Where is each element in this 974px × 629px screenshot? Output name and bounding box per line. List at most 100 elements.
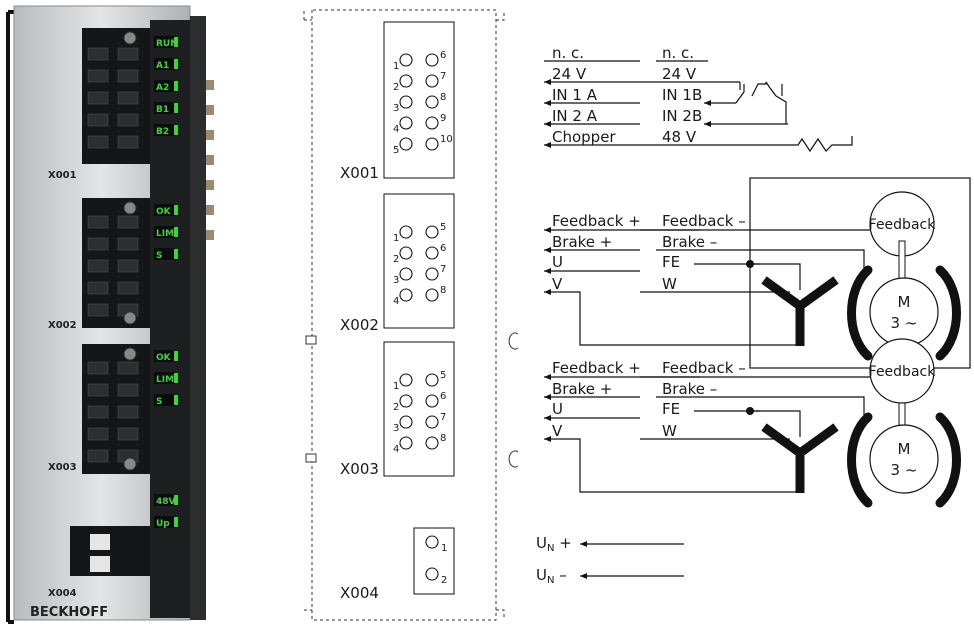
device-pin-slot <box>117 47 139 61</box>
connector-pin <box>425 246 439 260</box>
pin-number: 3 <box>393 103 399 114</box>
status-led-light <box>174 351 178 361</box>
motor-signal-left: U <box>552 400 563 418</box>
connector-label-x002: X002 <box>340 316 379 334</box>
device-pin-slot <box>87 427 109 441</box>
device-pin-slot <box>117 383 139 397</box>
un-minus-label: UN – <box>536 566 567 586</box>
motor-symbol <box>869 277 939 347</box>
connector-label-x001: X001 <box>340 164 379 182</box>
status-led <box>154 226 176 238</box>
pin-number: 5 <box>393 145 399 156</box>
status-led-light <box>174 395 178 405</box>
device-pin-slot <box>87 237 109 251</box>
device-pin-slot <box>117 113 139 127</box>
device-pin-slot <box>117 237 139 251</box>
motor-signal-left: V <box>552 422 563 440</box>
pin-number: 6 <box>440 50 446 61</box>
device-pin-slot <box>117 91 139 105</box>
connector-pin <box>425 267 439 281</box>
device-pin-slot <box>117 259 139 273</box>
x001-left-5: Chopper <box>552 128 616 146</box>
device-pin-slot <box>87 113 109 127</box>
status-led <box>154 248 176 260</box>
pin-number: 9 <box>440 113 446 124</box>
status-led-label: LIM <box>156 229 174 239</box>
status-led <box>154 58 176 70</box>
x001-right-4: IN 2B <box>662 107 702 125</box>
motor-signal-left: Brake + <box>552 380 612 398</box>
connector-pin <box>425 394 439 408</box>
device-pin-slot <box>87 303 109 317</box>
device-pin-slot <box>117 215 139 229</box>
motor-phase-label: 3 ~ <box>891 314 918 332</box>
x001-right-5: 48 V <box>662 128 697 146</box>
motor-phase-label: 3 ~ <box>891 461 918 479</box>
device-pin-slot <box>87 47 109 61</box>
connector-pin <box>425 567 439 581</box>
x001-left-1: n. c. <box>552 44 584 62</box>
connector-pin <box>399 137 413 151</box>
device-label-x004: X004 <box>48 588 77 599</box>
connector-pin <box>425 137 439 151</box>
connector-pin <box>399 116 413 130</box>
pin-number: 8 <box>440 285 446 296</box>
connector-pin <box>425 415 439 429</box>
status-led <box>154 204 176 216</box>
motor-signal-left: Feedback + <box>552 359 641 377</box>
status-led <box>154 80 176 92</box>
pin-number: 5 <box>440 222 446 233</box>
motor-signal-right: Feedback – <box>662 212 746 230</box>
device-label-x003: X003 <box>48 462 77 473</box>
device-pin-slot <box>87 361 109 375</box>
status-led <box>154 36 176 48</box>
connector-pin <box>425 373 439 387</box>
status-led-label: A1 <box>156 61 169 71</box>
pin-number: 7 <box>440 412 446 423</box>
motor-brake-right <box>935 412 961 508</box>
connector-label-x003: X003 <box>340 460 379 478</box>
status-led <box>154 494 176 506</box>
pin-number: 6 <box>440 391 446 402</box>
motor-signal-right: Brake – <box>662 233 717 251</box>
x001-left-3: IN 1 A <box>552 86 598 104</box>
status-led-label: OK <box>156 207 172 217</box>
device-pin-slot <box>117 361 139 375</box>
motor-brake-left <box>847 412 873 508</box>
status-led-label: A2 <box>156 83 169 93</box>
status-led-label: S <box>156 251 162 261</box>
motor-signal-right: FE <box>662 400 680 418</box>
brand-logo: BECKHOFF <box>30 605 108 620</box>
motor-symbol <box>869 424 939 494</box>
feedback-label: Feedback <box>869 364 937 380</box>
device-pin-slot <box>117 69 139 83</box>
device-pin-slot <box>117 281 139 295</box>
status-led-light <box>174 249 178 259</box>
status-led-light <box>174 125 178 135</box>
x001-left-2: 24 V <box>552 65 587 83</box>
connector-pin <box>399 288 413 302</box>
connector-pin <box>399 436 413 450</box>
x001-left-4: IN 2 A <box>552 107 598 125</box>
pin-number: 2 <box>393 254 399 265</box>
status-led-label: B1 <box>156 105 169 115</box>
pin-number: 6 <box>440 243 446 254</box>
pin-number: 4 <box>393 296 399 307</box>
status-led-label: RUN <box>156 39 178 49</box>
motor-signal-right: FE <box>662 253 680 271</box>
device-pin-slot <box>87 383 109 397</box>
status-led-label: Up <box>156 519 170 529</box>
status-led-light <box>174 373 178 383</box>
status-led-label: OK <box>156 353 172 363</box>
pin-number: 4 <box>393 124 399 135</box>
connector-pin <box>399 95 413 109</box>
connector-pin <box>399 373 413 387</box>
connector-pin <box>425 74 439 88</box>
un-plus-label: UN + <box>536 534 572 554</box>
device-pin-slot <box>87 135 109 149</box>
status-led-light <box>174 103 178 113</box>
status-led <box>154 372 176 384</box>
motor-signal-left: U <box>552 253 563 271</box>
